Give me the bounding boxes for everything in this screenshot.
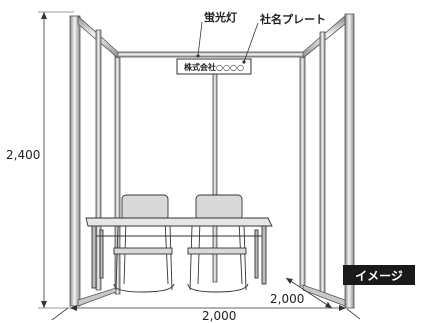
plate-callout: 社名プレート [259,12,326,26]
plate-leader-line [243,22,259,63]
callouts: 蛍光灯 社名プレート [196,10,326,64]
left-bottom-rail [77,287,117,307]
image-badge-label: イメージ [355,269,403,283]
right-side-frame [302,13,355,309]
image-badge: イメージ [343,265,415,285]
floor-guides [51,307,361,321]
table [85,217,273,289]
width-label: 2,000 [202,309,236,323]
height-dimension: 2,400 [6,11,74,309]
chair-right [187,194,249,293]
right-front-pole [344,13,355,309]
depth-label: 2,000 [270,292,304,306]
company-nameplate: 株式会社○○○○ [176,58,252,75]
left-front-pole [69,15,81,307]
chair-left [113,194,175,293]
right-mid-pole [319,31,326,295]
table-top [85,217,273,227]
back-frame [114,51,306,295]
depth-dimension: 2,000 [270,277,333,309]
width-dimension: 2,000 [70,305,346,323]
left-mid-pole [95,29,102,291]
nameplate-text: 株式会社○○○○ [184,62,244,72]
height-label: 2,400 [6,148,40,162]
light-callout: 蛍光灯 [204,10,237,24]
light-leader-line [197,21,203,57]
right-bottom-rail [302,284,346,307]
